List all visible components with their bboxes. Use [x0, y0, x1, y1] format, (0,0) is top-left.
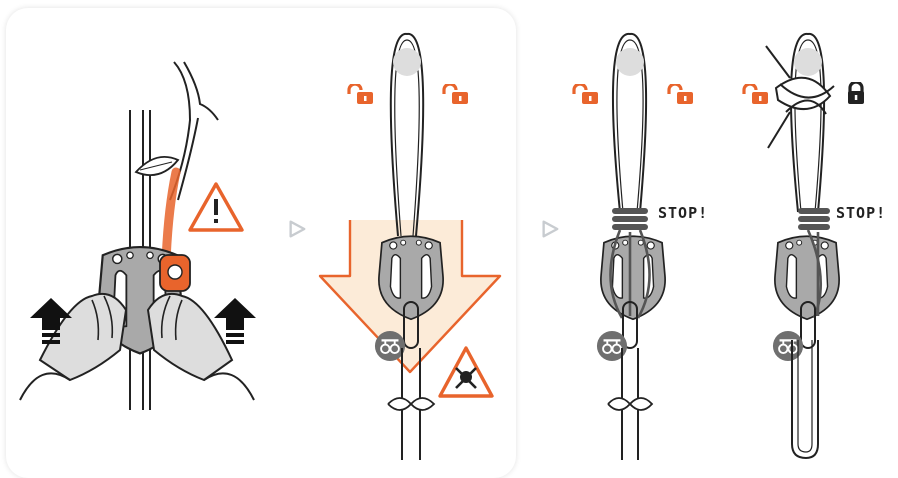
leaf-icon: [134, 156, 180, 176]
right-hand: [146, 292, 255, 401]
carabiner: [800, 301, 816, 349]
skull-crossbones-icon: [438, 346, 494, 398]
instruction-diagram: [19, 32, 866, 460]
step-3-illustration: [572, 32, 695, 460]
chevron-right-icon: [289, 220, 306, 238]
wrapped-rope: [806, 229, 823, 319]
rope-bight: [791, 340, 819, 460]
stop-label: STOP!: [658, 204, 709, 222]
descender-device: [773, 235, 841, 321]
wrap-coils: [612, 208, 648, 230]
carabiner: [622, 301, 638, 349]
rope-loop: [611, 32, 648, 213]
padlock-open-icon: [442, 84, 470, 104]
left-hand: [19, 292, 128, 401]
padlock-open-icon: [667, 84, 695, 104]
padlock-open-icon: [742, 84, 770, 104]
carabiner: [403, 301, 419, 349]
rope-loop: [389, 32, 425, 237]
step-1-illustration: [19, 61, 256, 410]
step-4-illustration: [742, 32, 866, 460]
warning-triangle-icon: [188, 182, 244, 232]
orange-handle: [159, 254, 191, 292]
padlock-closed-icon: [846, 82, 866, 104]
stopper-knot: [765, 45, 835, 149]
lower-rope: [607, 348, 654, 460]
chevron-right-icon: [542, 220, 559, 238]
stop-label: STOP!: [836, 204, 887, 222]
lower-rope: [387, 348, 436, 460]
carabiner-badge-icon: [374, 330, 406, 362]
rope-loop: [789, 32, 826, 213]
padlock-open-icon: [347, 84, 375, 104]
rope-bight-inner: [797, 340, 813, 453]
wrap-coils: [798, 208, 830, 230]
step-2-illustration: [318, 32, 502, 460]
descending-device-trail: [161, 167, 181, 267]
padlock-open-icon: [572, 84, 600, 104]
